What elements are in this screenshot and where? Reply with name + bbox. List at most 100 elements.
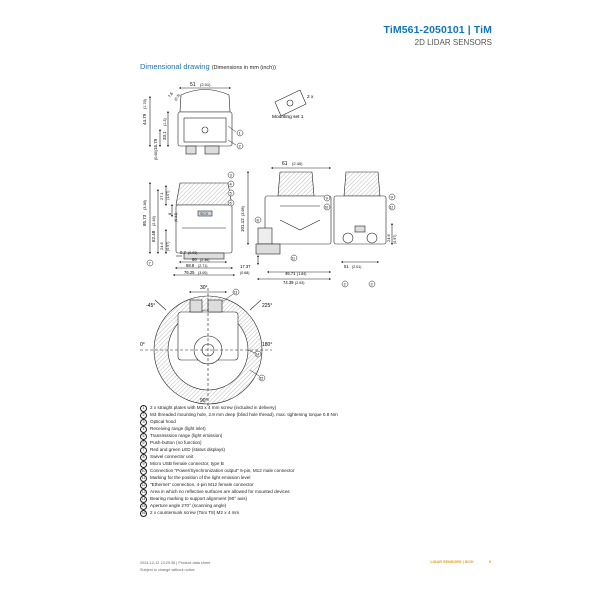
callout-2-side: 2 [341, 280, 349, 288]
legend-text: Optical hood [150, 419, 176, 425]
svg-text:8: 8 [257, 218, 260, 223]
product-subtitle: 2D LIDAR SENSORS [414, 38, 492, 47]
dim-8-inch: (0.31) [174, 213, 178, 222]
svg-text:14: 14 [256, 353, 260, 357]
two-x-label: 2 x [307, 94, 314, 100]
dim-8: 8 [167, 212, 172, 215]
dim-61-inch: (2.40) [292, 161, 303, 166]
legend-text: Push-button (no function) [150, 440, 202, 446]
legend-number: 6 [140, 440, 147, 447]
dim-27: 27.1 [159, 191, 164, 200]
section-note: (Dimensions in mm (inch)) [211, 65, 276, 71]
dim-24b: 24.6 [386, 233, 391, 242]
callout-4: 4 [227, 180, 235, 188]
dim-76: 76.25 [184, 270, 195, 275]
angle-180: 180° [262, 342, 272, 348]
svg-text:10: 10 [325, 206, 329, 210]
callout-5: 5 [227, 189, 235, 197]
legend-number: 4 [140, 426, 147, 433]
dim-44-inch: (1.76) [143, 98, 147, 109]
callout-9-rear: 9 [388, 193, 396, 201]
callout-9-side: 9 [323, 194, 331, 202]
page-number: 5 [488, 560, 491, 564]
product-title: TiM561-2050101 | TiM [383, 24, 492, 36]
dim-62: 62.48 [151, 230, 156, 242]
dim-76-inch: (3.00) [198, 271, 207, 275]
dim-61: 61 [282, 161, 288, 167]
callout-15: 15 [258, 374, 266, 382]
legend-text: Swivel connector unit [150, 454, 194, 460]
dim-68-inch: (2.71) [198, 264, 207, 268]
svg-text:9: 9 [391, 195, 394, 200]
legend-text: Bearing marking to support alignment (90… [150, 496, 248, 502]
footer-date: 2024-12-12 13:29:36 | Product data sheet [140, 561, 211, 565]
legend-number: 13 [140, 489, 147, 496]
dim-60: 60 [192, 257, 197, 262]
legend-number: 7 [140, 447, 147, 454]
callout-1-top: 1 [236, 129, 244, 137]
svg-text:1: 1 [239, 131, 242, 136]
dim-51: 51 [190, 82, 196, 88]
angle-minus-45: -45° [146, 303, 155, 309]
svg-text:15: 15 [260, 377, 264, 381]
dim-17: 17.37 [240, 264, 251, 269]
dim-7: 7.6 [167, 91, 175, 99]
legend-text: "Ethernet" connection, 4-pin M12 female … [150, 482, 254, 488]
dim-68: 68.8 [186, 263, 195, 268]
legend-number: 16 [140, 510, 147, 517]
dim-24: 24.6 [159, 241, 164, 250]
rear-view [333, 171, 394, 264]
legend-number: 14 [140, 496, 147, 503]
callout-7: 7 [146, 259, 154, 267]
dim-101-inch: (3.98) [241, 205, 245, 216]
legend-number: 10 [140, 468, 147, 475]
mounting-set-label: Mounting set 1 [272, 114, 304, 120]
callout-14: 14 [254, 350, 262, 358]
dim-33: 33.1 [162, 131, 167, 140]
dim-17-inch: (0.68) [240, 271, 249, 275]
dim-101: 101.12 [240, 218, 245, 232]
legend-item: 12"Ethernet" connection, 4-pin M12 femal… [140, 482, 470, 489]
dim-24-inch: (0.97) [166, 242, 170, 251]
footer-right: LIDAR SENSORS | SICK 5 [430, 560, 491, 564]
legend-number: 5 [140, 433, 147, 440]
svg-text:5: 5 [230, 191, 233, 196]
callout-10-side: 10 [323, 203, 331, 211]
dim-27-inch: (1.07) [166, 191, 170, 200]
dim-51-inch: (2.01) [200, 82, 211, 87]
dim-7-inch: (0.3) [174, 93, 181, 101]
dim-0-inch: (0.03) [188, 251, 197, 255]
legend-number: 3 [140, 419, 147, 426]
legend-text: M3 threaded mounting hole, 2.8 mm deep (… [150, 412, 338, 418]
legend-text: 2 x straight plates with M3 x 4 mm screw… [150, 405, 277, 411]
callout-11: 11 [290, 254, 298, 262]
legend-text: Connection "Power/Synchronization output… [150, 468, 295, 474]
svg-text:2: 2 [371, 282, 374, 287]
dim-51b-inch: (2.01) [352, 265, 361, 269]
callout-2-rear: 2 [368, 280, 376, 288]
legend-text: Red and green LED (status displays) [150, 447, 226, 453]
callout-12: 12 [388, 203, 396, 211]
callout-13: 13 [232, 288, 240, 296]
dim-62-inch: (2.46) [152, 215, 156, 226]
angle-0: 0° [140, 342, 145, 348]
dim-24b-inch: (0.97) [393, 235, 397, 244]
legend-text: Marking for the position of the light em… [150, 475, 251, 481]
legend-number: 15 [140, 503, 147, 510]
footer-brand: LIDAR SENSORS | SICK [430, 560, 474, 564]
angle-225: 225° [262, 303, 272, 309]
svg-text:2: 2 [344, 282, 347, 287]
dim-51b: 51 [344, 264, 349, 269]
legend-number: 8 [140, 454, 147, 461]
